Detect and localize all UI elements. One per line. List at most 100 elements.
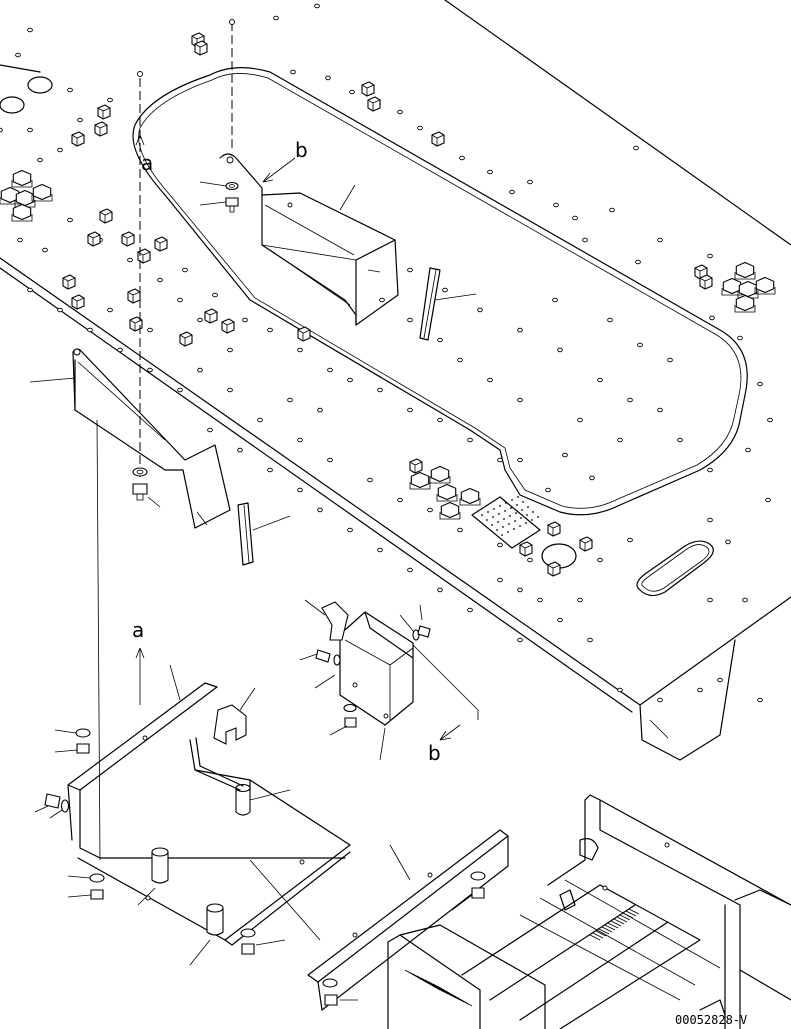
hex-nut: [31, 183, 53, 202]
bolt-hole: [707, 253, 713, 259]
bolt-hole: [207, 427, 213, 433]
bolt-hole: [633, 145, 639, 151]
bolt-hole: [197, 317, 203, 323]
bracket-block: [121, 231, 135, 247]
bolt-hole: [577, 417, 583, 423]
bolt-hole: [57, 147, 63, 153]
bracket-block: [127, 288, 141, 304]
bracket-block: [361, 81, 375, 97]
hex-nut: [734, 261, 756, 280]
callout-b-lower: b: [428, 741, 441, 765]
bolt-hole: [765, 497, 771, 503]
perforation: [516, 504, 518, 506]
bolt-washer-set: [240, 871, 486, 1006]
perforation: [532, 511, 534, 513]
tread-slot: [595, 930, 607, 937]
bolt-hole: [257, 417, 263, 423]
bolt-hole: [587, 637, 593, 643]
bolt-hole: [457, 527, 463, 533]
perforation: [520, 517, 522, 519]
bolt-hole: [607, 317, 613, 323]
perforation: [517, 496, 519, 498]
bracket-block: [71, 131, 85, 147]
bolt-hole: [397, 109, 403, 115]
bolt-hole: [617, 687, 623, 693]
perforation: [493, 508, 495, 510]
perforation: [501, 534, 503, 536]
bolt-hole: [725, 539, 731, 545]
tread-slot: [628, 908, 640, 915]
bolt-hole: [87, 327, 93, 333]
bolt-hole: [537, 597, 543, 603]
tread-slot: [601, 926, 613, 933]
perforation: [507, 531, 509, 533]
frame-bracket-blocks: [62, 32, 713, 577]
bolt-hole: [707, 467, 713, 473]
bolt-hole: [707, 597, 713, 603]
bracket-block: [547, 561, 561, 577]
bracket-block: [137, 248, 151, 264]
bolt-hole: [117, 347, 123, 353]
bolt-hole: [297, 347, 303, 353]
bolt-hole: [627, 537, 633, 543]
bracket-block: [97, 104, 111, 120]
tread-slot: [589, 934, 601, 941]
bolt-hole: [15, 52, 21, 58]
perforation: [496, 529, 498, 531]
bolt-hole: [327, 367, 333, 373]
bolt-hole: [577, 597, 583, 603]
perforation: [514, 520, 516, 522]
bolt-hole: [597, 377, 603, 383]
bolt-hole: [637, 342, 643, 348]
hex-nut: [734, 294, 756, 313]
bolt-hole: [397, 497, 403, 503]
bolt-hole: [17, 237, 23, 243]
bracket-block: [71, 294, 85, 310]
bolt-hole: [182, 267, 188, 273]
bolt-hole: [377, 387, 383, 393]
bolt-hole: [557, 617, 563, 623]
bracket-block: [99, 208, 113, 224]
round-access-hole: [0, 96, 25, 114]
hex-nut: [11, 169, 33, 188]
bracket-block: [154, 236, 168, 252]
perforation: [513, 528, 515, 530]
bolt-hole: [467, 437, 473, 443]
bolt-hole: [545, 487, 551, 493]
bolt-hole: [57, 307, 63, 313]
bolt-hole: [757, 381, 763, 387]
callout-a-lower: a: [132, 618, 144, 642]
perforation: [481, 514, 483, 516]
bolt-hole: [627, 397, 633, 403]
bent-rod: [189, 739, 241, 791]
hex-nut: [721, 277, 743, 296]
bracket-block: [699, 274, 713, 290]
bracket-block: [547, 521, 561, 537]
bolt-hole: [347, 527, 353, 533]
bolt-hole: [242, 317, 248, 323]
perforation: [504, 510, 506, 512]
bolt-hole: [697, 687, 703, 693]
bracket-block: [204, 308, 218, 324]
bolt-hole: [517, 457, 523, 463]
bolt-hole: [552, 297, 558, 303]
bolt-hole: [407, 317, 413, 323]
grille-slot: [436, 985, 473, 1007]
bolt-hole: [157, 277, 163, 283]
bolt-hole: [107, 97, 113, 103]
perforation: [503, 518, 505, 520]
bolt-hole: [477, 307, 483, 313]
bolt-hole: [737, 335, 743, 341]
bolt-hole: [553, 202, 559, 208]
bolt-hole: [745, 447, 751, 453]
bolt-hole: [467, 607, 473, 613]
bracket-block: [94, 121, 108, 137]
bracket-block: [519, 541, 533, 557]
bolt-hole: [325, 75, 331, 81]
tread-slot: [616, 916, 628, 923]
bolt-hole: [757, 697, 763, 703]
bolt-hole: [327, 457, 333, 463]
bracket-block: [194, 40, 208, 56]
bolt-hole: [147, 367, 153, 373]
bolt-hole: [107, 307, 113, 313]
